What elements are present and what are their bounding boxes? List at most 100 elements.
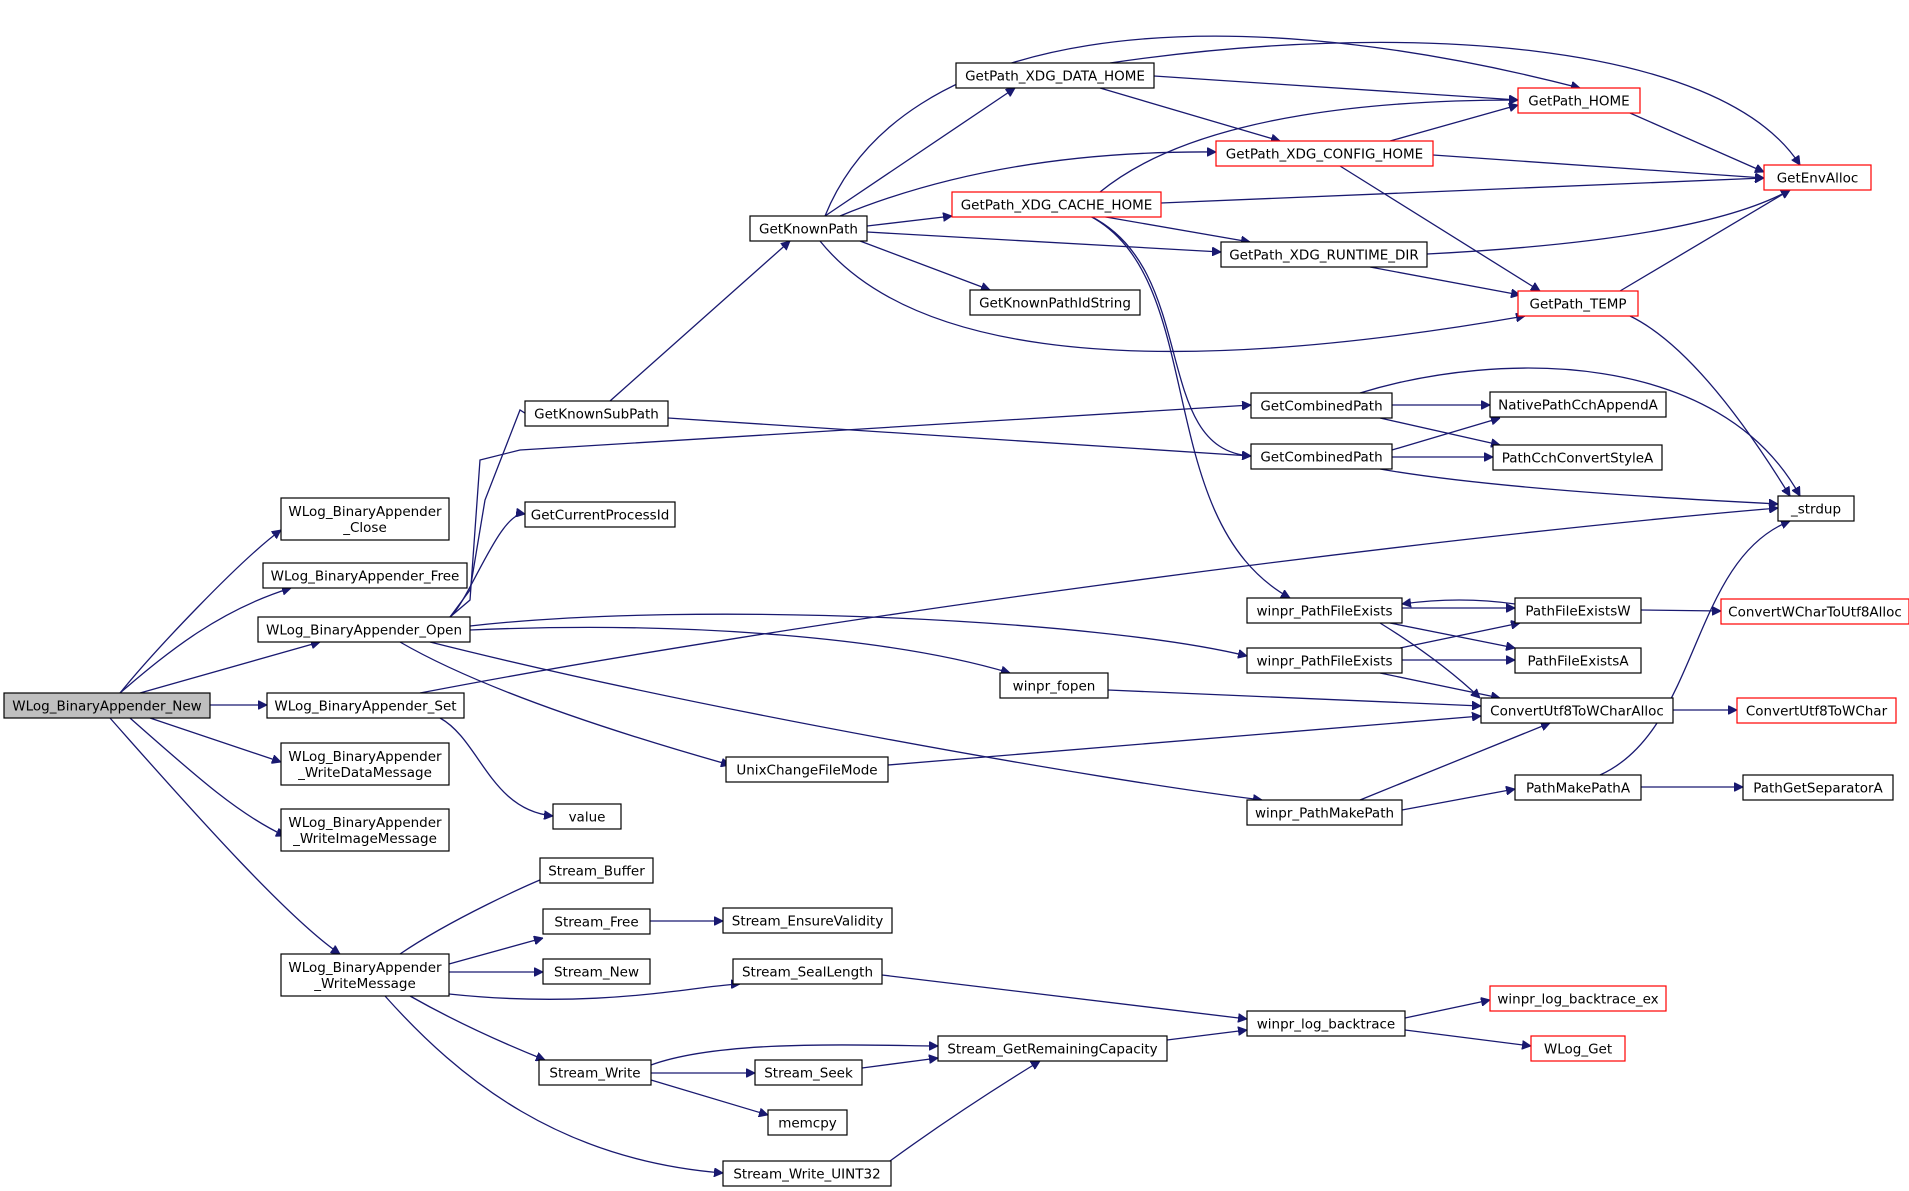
edge-open-to-gcpid: [449, 514, 525, 618]
node-swu32[interactable]: Stream_Write_UINT32: [722, 1160, 892, 1187]
node-box: [538, 1059, 652, 1086]
node-label: memcpy: [778, 1116, 837, 1132]
node-set[interactable]: WLog_BinaryAppender_Set: [266, 692, 465, 719]
node-box: [1514, 597, 1642, 624]
node-cu8a[interactable]: ConvertUtf8ToWCharAlloc: [1480, 697, 1674, 724]
node-box: [722, 1160, 892, 1187]
node-label: PathFileExistsA: [1527, 654, 1629, 670]
edge-wlb-to-wlget: [1404, 1029, 1531, 1046]
node-label: _Close: [342, 520, 387, 536]
node-wdm[interactable]: WLog_BinaryAppender_WriteDataMessage: [280, 742, 450, 786]
node-wlget[interactable]: WLog_Get: [1530, 1035, 1626, 1062]
node-value[interactable]: value: [552, 803, 622, 830]
node-label: UnixChangeFileMode: [736, 763, 877, 779]
node-label: _WriteDataMessage: [297, 765, 432, 781]
edge-xdgcache-to-pfe1: [1089, 215, 1290, 599]
node-wm[interactable]: WLog_BinaryAppender_WriteMessage: [280, 953, 450, 997]
node-box: [1250, 392, 1393, 419]
node-cu8w[interactable]: ConvertUtf8ToWChar: [1736, 697, 1897, 724]
node-box: [722, 907, 893, 934]
node-sbuf[interactable]: Stream_Buffer: [539, 857, 654, 884]
node-box: [732, 958, 883, 985]
node-label: Stream_Free: [554, 915, 638, 931]
node-pfe1[interactable]: winpr_PathFileExists: [1246, 597, 1403, 624]
edge-open-to-pmp: [429, 641, 1262, 800]
node-pgsa[interactable]: PathGetSeparatorA: [1742, 774, 1894, 801]
node-gksp[interactable]: GetKnownSubPath: [524, 400, 669, 427]
node-new[interactable]: WLog_BinaryAppender_New: [3, 692, 211, 719]
node-gcp1[interactable]: GetCombinedPath: [1250, 392, 1393, 419]
edge-swrite-to-sgrc: [650, 1045, 938, 1066]
node-ssl[interactable]: Stream_SealLength: [732, 958, 883, 985]
node-cwc8a[interactable]: ConvertWCharToUtf8Alloc: [1720, 598, 1909, 625]
node-ucfm[interactable]: UnixChangeFileMode: [725, 756, 889, 783]
node-temp[interactable]: GetPath_TEMP: [1517, 290, 1639, 317]
edge-wm-to-ssl: [448, 984, 740, 1000]
node-sev[interactable]: Stream_EnsureValidity: [722, 907, 893, 934]
edges-layer: [109, 35, 1801, 1173]
node-label: GetPath_XDG_CACHE_HOME: [961, 198, 1153, 214]
edge-pfe1-to-pfea: [1389, 622, 1515, 648]
node-label: PathMakePathA: [1526, 781, 1631, 797]
node-box: [1246, 597, 1403, 624]
node-box: [262, 562, 468, 589]
edge-wm-to-swu32: [384, 995, 723, 1173]
node-wlbex[interactable]: winpr_log_backtrace_ex: [1489, 985, 1667, 1012]
node-npcaa[interactable]: NativePathCchAppendA: [1489, 391, 1667, 418]
node-box: [725, 756, 889, 783]
node-free[interactable]: WLog_BinaryAppender_Free: [262, 562, 468, 589]
node-wim[interactable]: WLog_BinaryAppender_WriteImageMessage: [280, 808, 450, 852]
node-box: [280, 953, 450, 997]
edge-wlb-to-wlbex: [1404, 1000, 1490, 1019]
node-open[interactable]: WLog_BinaryAppender_Open: [257, 616, 471, 643]
node-strdup[interactable]: _strdup: [1777, 495, 1855, 522]
node-memcpy[interactable]: memcpy: [767, 1109, 848, 1136]
node-snew[interactable]: Stream_New: [542, 958, 651, 985]
node-xdgrt[interactable]: GetPath_XDG_RUNTIME_DIR: [1220, 241, 1428, 268]
edge-xdgconfig-to-temp: [1339, 165, 1540, 292]
node-home[interactable]: GetPath_HOME: [1517, 87, 1641, 114]
node-pfea[interactable]: PathFileExistsA: [1514, 647, 1642, 674]
node-label: ConvertUtf8ToWCharAlloc: [1490, 704, 1664, 720]
node-label: Stream_EnsureValidity: [732, 914, 883, 930]
node-pmpa[interactable]: PathMakePathA: [1514, 774, 1642, 801]
node-pmp[interactable]: winpr_PathMakePath: [1246, 799, 1403, 826]
node-swrite[interactable]: Stream_Write: [538, 1059, 652, 1086]
node-wlb[interactable]: winpr_log_backtrace: [1246, 1010, 1406, 1037]
node-sgrc[interactable]: Stream_GetRemainingCapacity: [937, 1035, 1168, 1062]
node-box: [951, 191, 1162, 218]
node-box: [1763, 164, 1872, 191]
node-xdgdata[interactable]: GetPath_XDG_DATA_HOME: [955, 62, 1155, 89]
node-box: [1720, 598, 1909, 625]
edge-wm-to-sbuf: [399, 872, 560, 955]
node-gkpid[interactable]: GetKnownPathIdString: [969, 289, 1141, 316]
node-fopen[interactable]: winpr_fopen: [999, 672, 1109, 699]
node-gcp2[interactable]: GetCombinedPath: [1250, 443, 1393, 470]
node-label: winpr_log_backtrace_ex: [1497, 992, 1658, 1008]
node-gea[interactable]: GetEnvAlloc: [1763, 164, 1872, 191]
node-pfew[interactable]: PathFileExistsW: [1514, 597, 1642, 624]
edge-new-to-wim: [129, 717, 285, 836]
node-box: [1514, 774, 1642, 801]
node-label: winpr_PathFileExists: [1256, 654, 1392, 670]
node-gkp[interactable]: GetKnownPath: [749, 215, 868, 242]
node-box: [754, 1059, 863, 1086]
edge-pfew-to-cwc8a: [1640, 610, 1721, 611]
edge-fopen-to-cu8a: [1107, 689, 1481, 706]
node-pfe2[interactable]: winpr_PathFileExists: [1246, 647, 1403, 674]
node-xdgcache[interactable]: GetPath_XDG_CACHE_HOME: [951, 191, 1162, 218]
node-box: [280, 808, 450, 852]
node-label: winpr_fopen: [1013, 679, 1096, 695]
node-box: [1517, 290, 1639, 317]
node-label: Stream_Buffer: [548, 864, 645, 880]
node-gcpid[interactable]: GetCurrentProcessId: [524, 501, 676, 528]
edge-pmpa-to-strdup: [1599, 521, 1790, 776]
edge-open-to-gcp1: [449, 405, 1251, 618]
node-close[interactable]: WLog_BinaryAppender_Close: [280, 497, 450, 541]
node-sseek[interactable]: Stream_Seek: [754, 1059, 863, 1086]
node-pccsa[interactable]: PathCchConvertStyleA: [1492, 444, 1663, 471]
node-sfree[interactable]: Stream_Free: [542, 908, 651, 935]
edge-xdgconfig-to-gea: [1432, 154, 1764, 178]
node-xdgconfig[interactable]: GetPath_XDG_CONFIG_HOME: [1215, 140, 1434, 167]
